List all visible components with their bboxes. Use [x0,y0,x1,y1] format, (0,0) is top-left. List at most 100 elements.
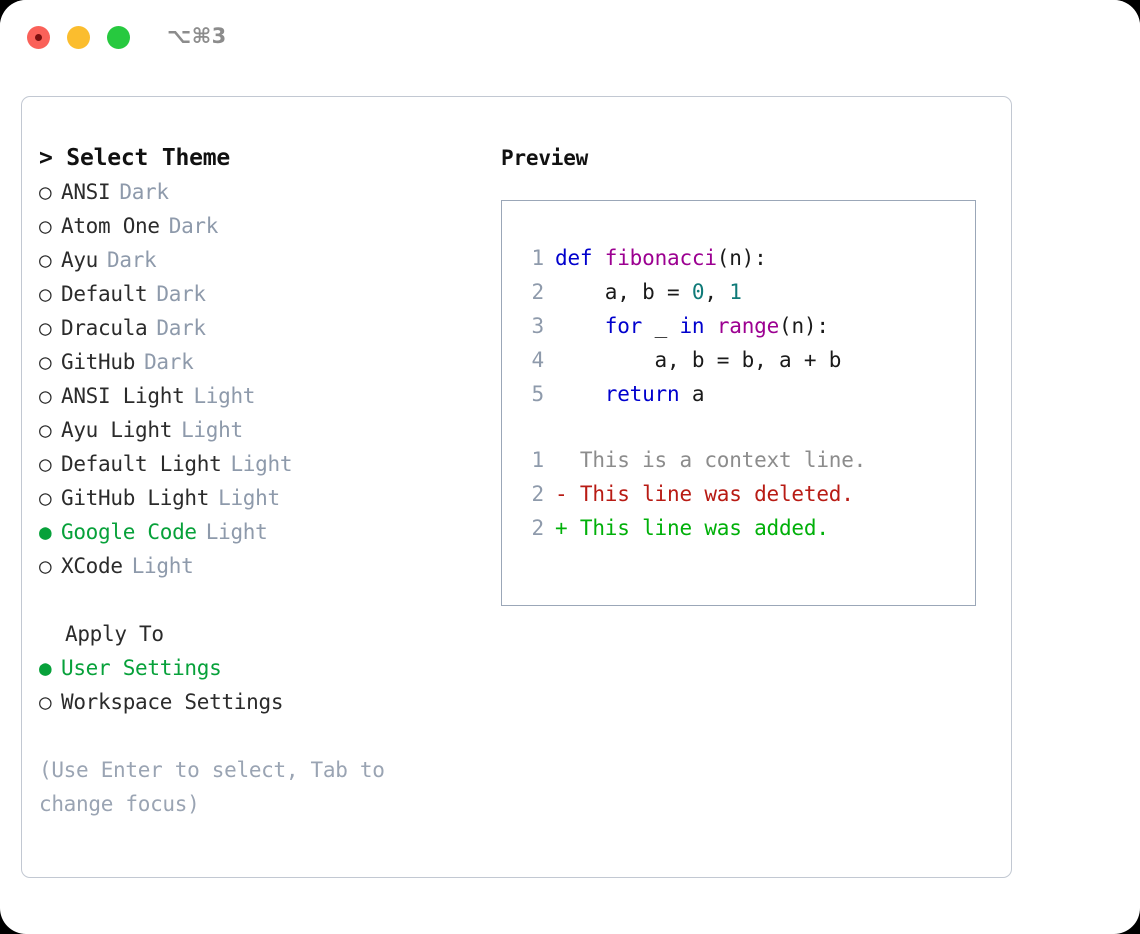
code-token-plain: _ [642,314,680,338]
theme-option-label: Default Light [61,452,222,476]
radio-selected-icon: ● [39,656,52,680]
traffic-light-controls [27,26,130,49]
radio-unselected-icon: ○ [39,350,52,374]
apply-to-option-label: User Settings [61,656,222,680]
apply-to-heading: Apply To [65,622,164,646]
code-line: 4 a, b = b, a + b [514,343,967,377]
theme-option-xcode[interactable]: ○ XCode Light [39,549,489,583]
theme-option-variant: Light [193,384,256,408]
theme-option-label: GitHub Light [61,486,210,510]
theme-option-variant: Dark [168,214,219,238]
radio-unselected-icon: ○ [39,486,52,510]
list-spacer [39,583,489,617]
code-line: 2 a, b = 0, 1 [514,275,967,309]
diff-line-content: - This line was deleted. [555,477,854,511]
radio-unselected-icon: ○ [39,384,52,408]
theme-option-label: ANSI Light [61,384,185,408]
code-line-content: for _ in range(n): [555,309,829,343]
code-token-plain: , [704,280,730,304]
close-window-icon[interactable] [27,26,50,49]
code-line: 3 for _ in range(n): [514,309,967,343]
diff-line-content: This is a context line. [555,443,866,477]
theme-option-label: XCode [61,554,123,578]
diff-line-number: 2 [531,482,545,506]
keyboard-shortcut-label: ⌥⌘3 [167,24,227,48]
code-token-fn: fibonacci [604,246,717,270]
page-title: > Select Theme [39,145,231,171]
code-token-num: 0 [691,280,705,304]
code-line-content: return a [555,377,705,411]
diff-line-del: 2- This line was deleted. [514,477,967,511]
radio-selected-icon: ● [39,520,52,544]
preview-title: Preview [501,146,589,170]
code-token-plain [555,314,605,338]
radio-unselected-icon: ○ [39,214,52,238]
diff-marker [555,448,567,472]
diff-text: This line was deleted. [567,482,854,506]
theme-option-label: Google Code [61,520,197,544]
title-bar: ⌥⌘3 [0,0,1140,78]
theme-option-label: Ayu [61,248,99,272]
maximize-window-icon[interactable] [107,26,130,49]
code-token-kw: for [604,314,643,338]
theme-option-variant: Light [131,554,194,578]
theme-option-label: Ayu Light [61,418,173,442]
theme-option-variant: Light [230,452,293,476]
theme-option-ansi-light[interactable]: ○ ANSI Light Light [39,379,489,413]
diff-text: This line was added. [567,516,829,540]
code-line-number: 5 [531,382,545,406]
code-token-kw: in [679,314,705,338]
code-token-plain: a, b = b, a + b [555,348,842,372]
apply-to-option-list: ● User Settings ○ Workspace Settings [39,651,489,719]
diff-text: This is a context line. [567,448,867,472]
theme-option-google-code[interactable]: ● Google Code Light [39,515,489,549]
theme-option-label: Default [61,282,148,306]
minimize-window-icon[interactable] [67,26,90,49]
theme-option-variant: Light [205,520,268,544]
apply-to-option-label: Workspace Settings [61,690,284,714]
radio-unselected-icon: ○ [39,282,52,306]
radio-unselected-icon: ○ [39,452,52,476]
keyboard-hint-text: (Use Enter to select, Tab to change focu… [39,758,385,816]
theme-option-variant: Dark [156,282,206,306]
theme-option-variant: Dark [156,316,206,340]
diff-line-number: 1 [531,448,545,472]
theme-option-label: GitHub [61,350,136,374]
radio-unselected-icon: ○ [39,554,52,578]
theme-option-default[interactable]: ○ Default Dark [39,277,489,311]
theme-option-label: Dracula [61,316,148,340]
code-token-plain: (n): [716,246,767,270]
radio-unselected-icon: ○ [39,180,52,204]
diff-line-context: 1 This is a context line. [514,443,967,477]
theme-option-variant: Dark [107,248,157,272]
code-token-fn: range [716,314,780,338]
theme-option-label: ANSI [61,180,111,204]
code-token-kw: return [604,382,680,406]
diff-line-number: 2 [531,516,545,540]
diff-marker: + [555,516,568,540]
code-token-kw: def [555,246,593,270]
code-line-content: a, b = 0, 1 [555,275,742,309]
apply-to-option-workspace-settings[interactable]: ○ Workspace Settings [39,685,489,719]
apply-to-option-user-settings[interactable]: ● User Settings [39,651,489,685]
theme-option-default-light[interactable]: ○ Default Light Light [39,447,489,481]
radio-unselected-icon: ○ [39,690,52,714]
code-token-plain: (n): [779,314,829,338]
diff-marker: - [555,482,568,506]
code-token-plain [555,382,605,406]
